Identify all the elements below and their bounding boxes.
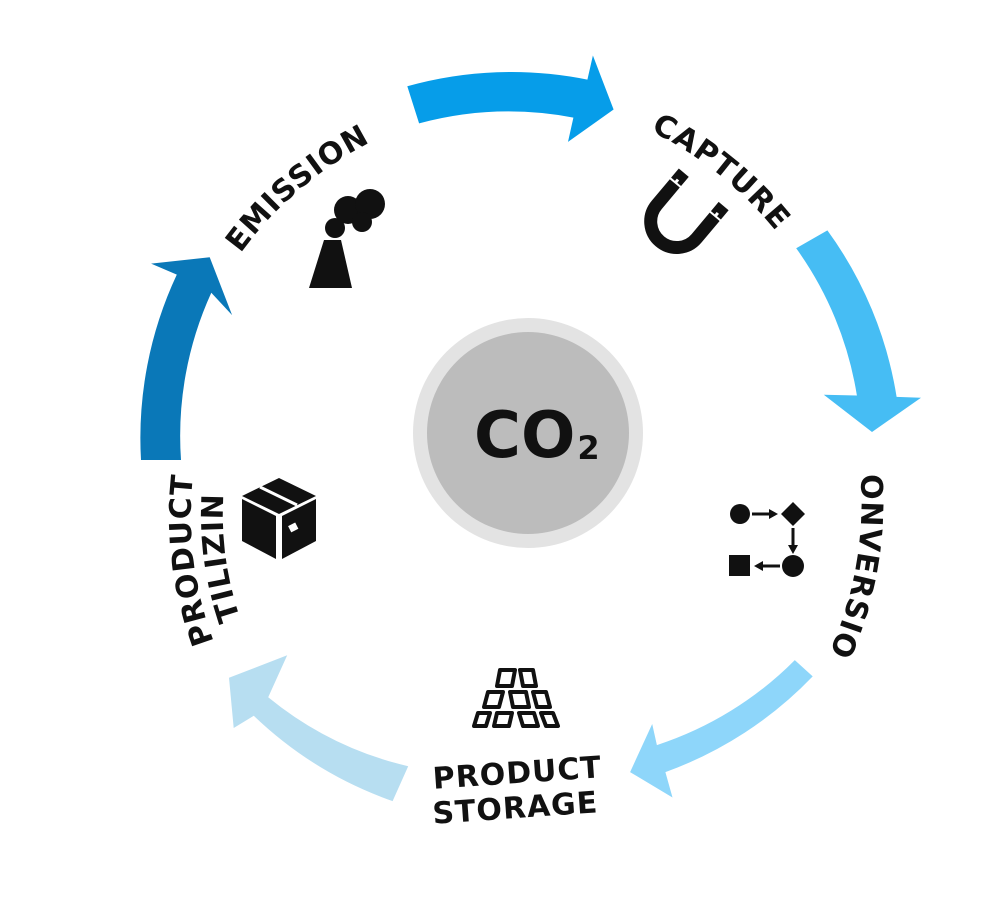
center-formula: CO2: [474, 399, 600, 473]
center-subscript: 2: [577, 429, 599, 467]
co2-center: CO2: [413, 318, 643, 548]
stage-label-emission: EMISSION: [219, 118, 375, 258]
stacked-bars-icon: [472, 668, 560, 728]
stage-label-utilizing-line2: UTILIZING: [0, 0, 248, 627]
arrow-capture-to-conversion: [796, 230, 921, 432]
center-inner-disc: [427, 332, 629, 534]
cycle-arrows: [140, 55, 921, 802]
process-flow-icon: [729, 502, 805, 577]
factory-smoke-icon: [309, 189, 385, 288]
magnet-icon: [644, 168, 729, 254]
arrow-conversion-to-storage: [630, 660, 813, 798]
arrow-utilizing-to-emission: [140, 257, 233, 460]
arrow-emission-to-capture: [407, 55, 614, 142]
arrow-storage-to-utilizing: [229, 655, 409, 802]
box-icon: [242, 478, 316, 559]
